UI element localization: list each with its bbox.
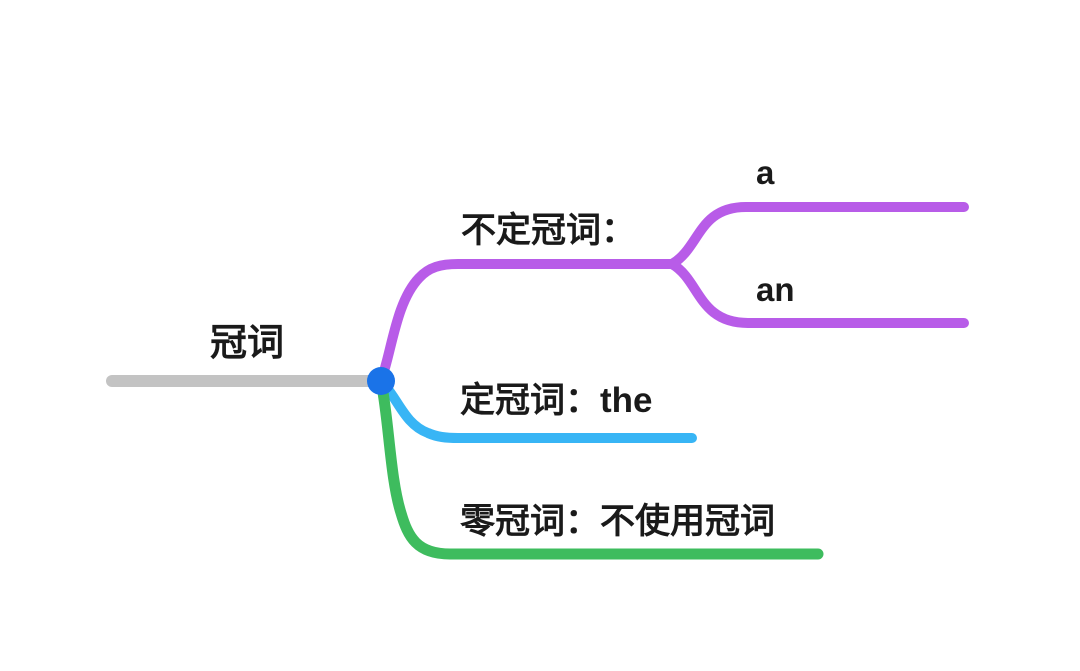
branch-zero-line (375, 375, 824, 560)
branch-indefinite-line (376, 259, 677, 386)
node-label-a[interactable]: a (756, 154, 775, 191)
root-node-label[interactable]: 冠词 (210, 322, 284, 363)
node-label-indefinite[interactable]: 不定冠词： (461, 211, 636, 250)
node-label-an[interactable]: an (756, 271, 795, 308)
root-node-dot[interactable] (367, 367, 395, 395)
node-label-zero[interactable]: 零冠词：不使用冠词 (460, 502, 775, 541)
branch-child-a-line (667, 202, 969, 269)
branch-child-an-line (667, 259, 969, 328)
node-label-definite[interactable]: 定冠词：the (460, 381, 653, 420)
branch-definite-line (376, 376, 697, 443)
